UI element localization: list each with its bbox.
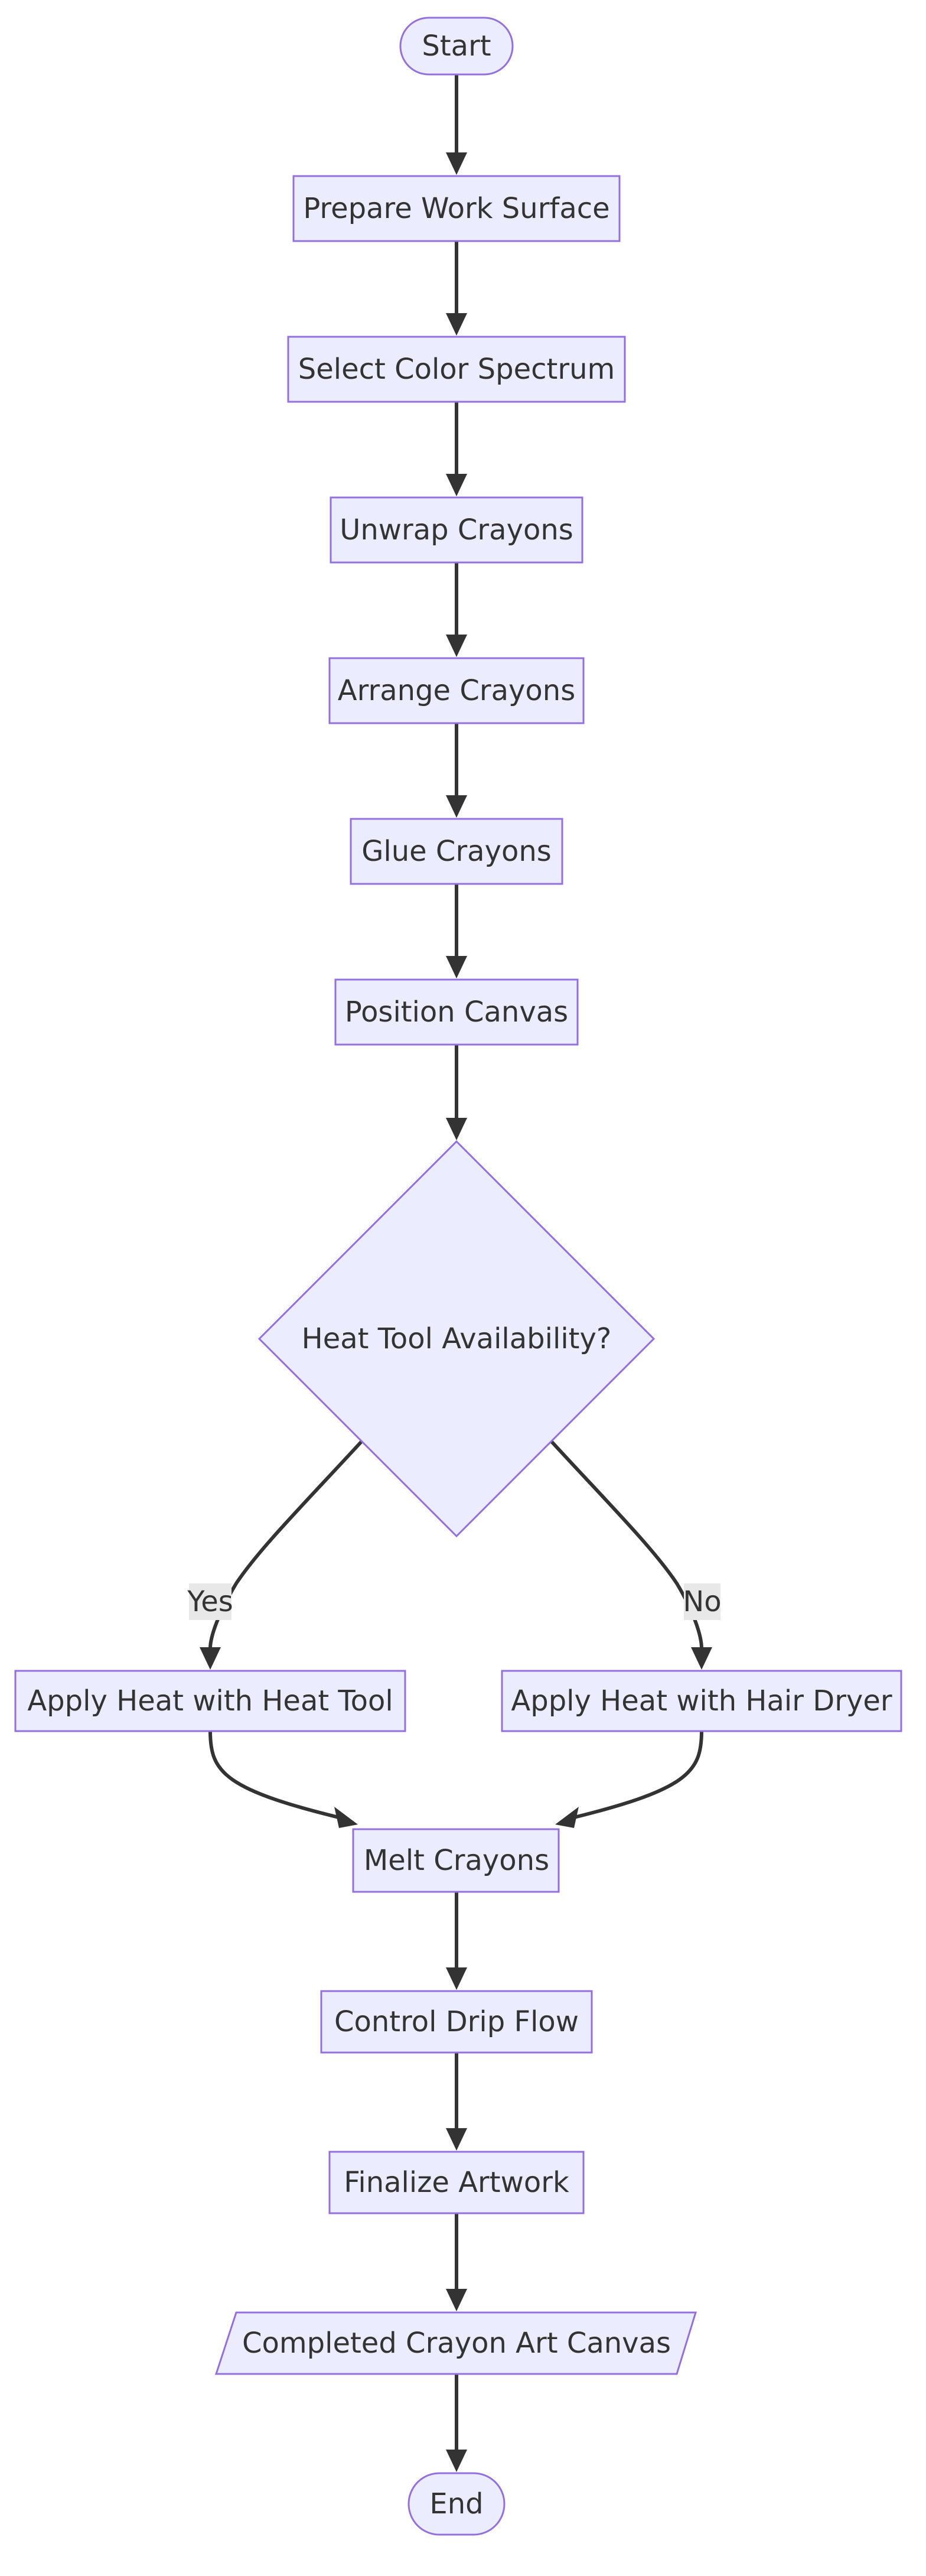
- node-select-color-spectrum: Select Color Spectrum: [287, 336, 626, 403]
- node-decision-label: Heat Tool Availability?: [302, 1322, 612, 1355]
- node-heat-tool-label: Apply Heat with Heat Tool: [27, 1684, 393, 1718]
- node-heat-tool-decision: Heat Tool Availability?: [257, 1140, 656, 1538]
- node-select-label: Select Color Spectrum: [298, 353, 615, 386]
- edge-select-to-unwrap: [446, 402, 467, 496]
- edge-start-to-prepare: [446, 74, 467, 175]
- edge-prepare-to-select: [446, 241, 467, 336]
- edge-melt-to-control: [446, 1892, 467, 1990]
- edge-arrange-to-glue: [446, 723, 467, 818]
- node-hair-dryer-label: Apply Heat with Hair Dryer: [511, 1684, 892, 1718]
- arrowhead: [446, 313, 467, 336]
- node-glue-label: Glue Crayons: [361, 835, 552, 868]
- arrowhead: [446, 2128, 467, 2151]
- node-unwrap-label: Unwrap Crayons: [340, 513, 573, 547]
- node-unwrap-crayons: Unwrap Crayons: [330, 496, 583, 564]
- node-finalize-artwork: Finalize Artwork: [328, 2151, 585, 2214]
- node-end: End: [407, 2472, 506, 2536]
- arrowhead: [200, 1647, 221, 1670]
- node-completed-label: Completed Crayon Art Canvas: [242, 2327, 671, 2360]
- node-start-label: Start: [422, 30, 491, 63]
- arrowhead: [446, 2450, 467, 2472]
- node-apply-heat-tool: Apply Heat with Heat Tool: [14, 1670, 406, 1732]
- edge-label-no: No: [683, 1583, 722, 1620]
- node-melt-label: Melt Crayons: [364, 1844, 549, 1877]
- node-apply-hair-dryer: Apply Heat with Hair Dryer: [501, 1670, 902, 1732]
- node-prepare-label: Prepare Work Surface: [303, 192, 609, 225]
- arrowhead: [446, 1967, 467, 1990]
- arrowhead: [446, 1118, 467, 1140]
- edges: [200, 74, 712, 2472]
- node-position-canvas: Position Canvas: [334, 978, 579, 1046]
- arrowhead: [446, 152, 467, 175]
- arrowhead: [446, 474, 467, 496]
- arrowhead: [691, 1647, 712, 1670]
- node-finalize-label: Finalize Artwork: [344, 2166, 569, 2199]
- node-arrange-crayons: Arrange Crayons: [328, 657, 585, 724]
- edge-unwrap-to-arrange: [446, 562, 467, 657]
- node-position-label: Position Canvas: [345, 996, 568, 1029]
- node-start: Start: [399, 17, 514, 76]
- edge-completed-to-end: [446, 2374, 467, 2472]
- edge-control-to-finalize: [446, 2053, 467, 2151]
- edge-label-no-text: No: [683, 1585, 721, 1618]
- edge-decision-to-hair-dryer: [550, 1440, 712, 1670]
- arrowhead: [555, 1807, 579, 1828]
- node-melt-crayons: Melt Crayons: [352, 1828, 560, 1893]
- edge-heat-tool-to-melt: [208, 1731, 358, 1828]
- node-end-label: End: [429, 2487, 483, 2520]
- edge-hair-dryer-to-melt: [555, 1731, 703, 1828]
- arrowhead: [446, 956, 467, 978]
- arrowhead: [446, 635, 467, 657]
- arrowhead: [446, 2289, 467, 2311]
- arrowhead: [334, 1807, 358, 1828]
- node-control-drip-flow: Control Drip Flow: [320, 1990, 593, 2054]
- edge-decision-to-heat-tool: [200, 1440, 363, 1670]
- node-control-label: Control Drip Flow: [334, 2005, 579, 2038]
- node-glue-crayons: Glue Crayons: [350, 818, 563, 885]
- edge-label-yes-text: Yes: [187, 1585, 233, 1618]
- edge-finalize-to-completed: [446, 2213, 467, 2311]
- node-prepare-work-surface: Prepare Work Surface: [292, 175, 621, 242]
- node-completed-canvas: Completed Crayon Art Canvas: [214, 2311, 697, 2375]
- node-arrange-label: Arrange Crayons: [338, 674, 575, 707]
- edge-glue-to-position: [446, 884, 467, 978]
- edge-label-yes: Yes: [187, 1583, 233, 1620]
- edge-position-to-decision: [446, 1045, 467, 1140]
- arrowhead: [446, 795, 467, 818]
